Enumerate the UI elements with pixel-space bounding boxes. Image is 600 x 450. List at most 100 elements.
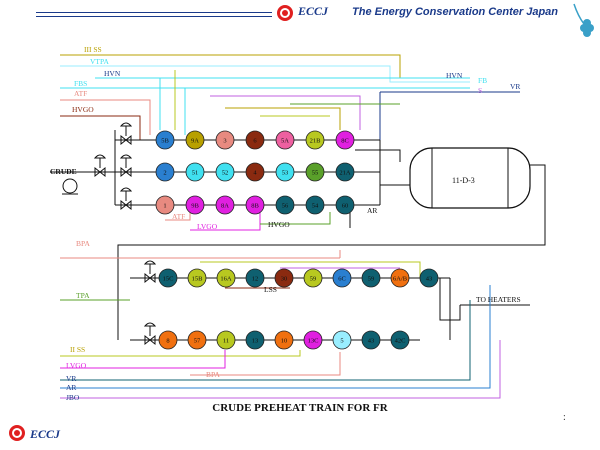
heat-exchanger-label: 5A xyxy=(281,138,289,145)
heat-exchanger-shell xyxy=(275,162,295,182)
label-to-heaters: TO HEATERS xyxy=(476,295,521,304)
heat-exchanger-shell xyxy=(390,330,410,350)
heat-exchanger-label: 11 xyxy=(223,338,229,345)
heat-exchanger-label: 21A xyxy=(339,170,351,177)
stream-iii-ss-line xyxy=(60,54,401,78)
crude-pump-icon xyxy=(62,178,78,194)
heat-exchanger-6c: 6C xyxy=(332,268,352,288)
heat-exchanger-label: 42C xyxy=(395,338,406,345)
heat-exchanger-label: 6A/B xyxy=(393,276,408,283)
heat-exchanger-shell xyxy=(335,162,355,182)
stream-vtpa-line xyxy=(60,65,470,83)
heat-exchanger-shell xyxy=(185,130,205,150)
heat-exchanger-shell xyxy=(332,268,352,288)
heater-tie-line xyxy=(439,278,461,321)
heat-exchanger-8a: 8A xyxy=(215,195,235,215)
heat-exchanger-label: 8C xyxy=(341,138,349,145)
heat-exchanger-label: 5B xyxy=(161,138,169,145)
heat-exchanger-52: 52 xyxy=(215,162,235,182)
heat-exchanger-label: 10 xyxy=(281,338,288,345)
heat-exchanger-60: 60 xyxy=(335,195,355,215)
heat-exchanger-label: 54 xyxy=(312,203,319,210)
control-valve-icon xyxy=(120,134,132,146)
valve-actuator-icon xyxy=(143,260,157,265)
heat-exchanger-53: 53 xyxy=(275,162,295,182)
heat-exchanger-shell xyxy=(158,330,178,350)
heat-exchanger-11: 11 xyxy=(216,330,236,350)
heat-exchanger-shell xyxy=(275,195,295,215)
desalter-outlet-line xyxy=(117,164,546,340)
heat-exchanger-shell xyxy=(155,130,175,150)
label-hvgo-mid: HVGO xyxy=(268,220,290,229)
heat-exchanger-shell xyxy=(305,195,325,215)
label-fb: FB xyxy=(478,76,487,85)
heat-exchanger-label: 55 xyxy=(312,170,319,177)
stream-lvgo-mid-line xyxy=(190,212,261,231)
desalter-vessel xyxy=(409,147,531,209)
heat-exchanger-13c: 13C xyxy=(303,330,323,350)
stream-olive-connector xyxy=(225,107,341,130)
heat-exchanger-shell xyxy=(332,330,352,350)
heat-exchanger-51: 51 xyxy=(185,162,205,182)
label-jbo: JBO xyxy=(66,393,80,402)
heat-exchanger-label: 8A xyxy=(221,203,229,210)
heat-exchanger-6: 6 xyxy=(245,130,265,150)
heat-exchanger-label: 56 xyxy=(282,203,289,210)
heat-exchanger-shell xyxy=(155,162,175,182)
label-atf-top: ATF xyxy=(74,89,87,98)
heat-exchanger-56: 56 xyxy=(275,195,295,215)
heat-exchanger-label: 59 xyxy=(368,276,375,283)
heat-exchanger-label: 13 xyxy=(252,338,259,345)
stream-ii-ss-line xyxy=(60,350,301,357)
heat-exchanger-5: 5 xyxy=(332,330,352,350)
label-hvn-right: HVN xyxy=(446,71,463,80)
heat-exchanger-6ab: 6A/B xyxy=(390,268,410,288)
label-bpa-bot: BPA xyxy=(206,370,220,379)
page-mark: : xyxy=(563,412,566,423)
heat-exchanger-label: 15C xyxy=(163,276,174,283)
heat-exchanger-54: 54 xyxy=(305,195,325,215)
heat-exchanger-21b: 21B xyxy=(305,130,325,150)
heat-exchanger-shell xyxy=(390,268,410,288)
heat-exchanger-label: 53 xyxy=(282,170,289,177)
stream-bpa-bot-line xyxy=(190,352,341,376)
control-valve-icon xyxy=(120,166,132,178)
heat-exchanger-label: 21B xyxy=(310,138,322,145)
clover-icon xyxy=(570,2,598,42)
heat-exchanger-16a: 16A xyxy=(216,268,236,288)
heat-exchanger-label: 43 xyxy=(368,338,375,345)
heat-exchanger-label: 16A xyxy=(220,276,232,283)
label-vr-bot: VR xyxy=(66,374,76,383)
valve-actuator-icon xyxy=(93,154,107,159)
label-lss: LSS xyxy=(264,285,277,294)
heat-exchanger-label: 5 xyxy=(340,338,343,345)
heat-exchanger-shell xyxy=(216,330,236,350)
heat-exchanger-shell xyxy=(303,268,323,288)
control-valve-icon xyxy=(144,334,156,346)
heat-exchanger-label: 15B xyxy=(192,276,204,283)
heat-exchanger-15c: 15C xyxy=(158,268,178,288)
heat-exchanger-shell xyxy=(245,162,265,182)
label-fbs: FBS xyxy=(74,79,87,88)
stream-vr-bot-line xyxy=(60,300,471,381)
heat-exchanger-15b: 15B xyxy=(187,268,207,288)
to-desalter-line xyxy=(355,149,401,162)
heat-exchanger-4: 4 xyxy=(245,162,265,182)
heat-exchanger-shell xyxy=(335,195,355,215)
heat-exchanger-label: 8B xyxy=(251,203,259,210)
heat-exchanger-label: 3 xyxy=(223,138,226,145)
heat-exchanger-shell xyxy=(245,268,265,288)
label-ii-ss: II SS xyxy=(70,345,85,354)
valve-actuator-icon xyxy=(143,322,157,327)
heat-exchanger-shell xyxy=(305,130,325,150)
heat-exchanger-57: 57 xyxy=(187,330,207,350)
label-vr-top: VR xyxy=(510,82,520,91)
heat-exchanger-9a: 9A xyxy=(185,130,205,150)
vessel-label: 11-D-3 xyxy=(452,176,475,185)
stream-lvgo-bot-line xyxy=(60,350,226,369)
heat-exchanger-label: 9A xyxy=(191,138,199,145)
heat-exchanger-5a: 5A xyxy=(275,130,295,150)
heat-exchanger-9b: 9B xyxy=(185,195,205,215)
heat-exchanger-label: 9B xyxy=(191,203,199,210)
